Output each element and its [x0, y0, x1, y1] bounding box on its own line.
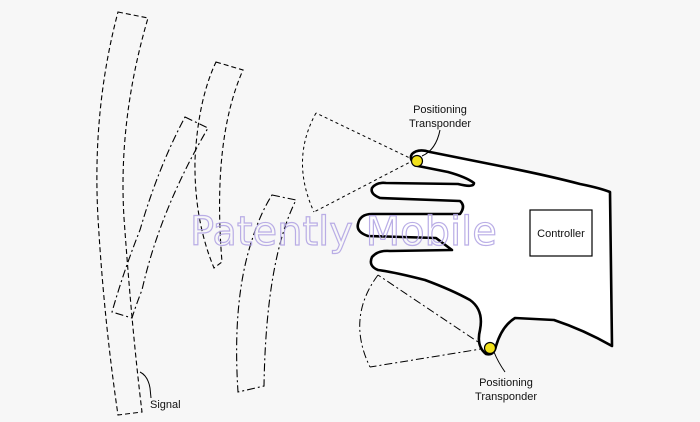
bottom-transponder: Positioning Transponder [475, 341, 537, 403]
lower-sector-arc [359, 274, 379, 368]
signal-label: Signal [150, 399, 181, 411]
top-transponder-label-line2: Transponder [409, 118, 471, 130]
signal-band-3 [194, 61, 244, 269]
signal-callout: Signal [139, 371, 181, 411]
hand-outline [356, 149, 614, 356]
lower-signal-sector [359, 274, 488, 368]
bottom-transponder-label-line2: Transponder [475, 391, 537, 403]
upper-sector-ray-bottom [313, 159, 415, 213]
lower-sector-ray-bottom [369, 347, 488, 368]
signal-band-4 [236, 194, 297, 393]
top-transponder-label-line1: Positioning [413, 104, 467, 116]
signal-leader-line [139, 371, 152, 399]
top-transponder: Positioning Transponder [409, 104, 471, 168]
bottom-transponder-dot [483, 341, 497, 355]
controller: Controller [529, 209, 593, 257]
upper-sector-arc [302, 112, 317, 213]
top-transponder-dot [410, 154, 424, 168]
top-transponder-leader [421, 129, 441, 157]
lower-sector-ray-top [377, 274, 488, 349]
controller-box [529, 209, 593, 257]
signal-waves [96, 11, 297, 416]
upper-sector-ray-top [315, 112, 415, 161]
signal-band-2 [111, 116, 209, 319]
controller-label: Controller [537, 228, 585, 240]
signal-band-1 [96, 11, 149, 416]
bottom-transponder-leader [493, 351, 506, 373]
bottom-transponder-label-line1: Positioning [479, 377, 533, 389]
upper-signal-sector [302, 112, 415, 213]
watermark-text: Patently Mobile [190, 209, 497, 255]
